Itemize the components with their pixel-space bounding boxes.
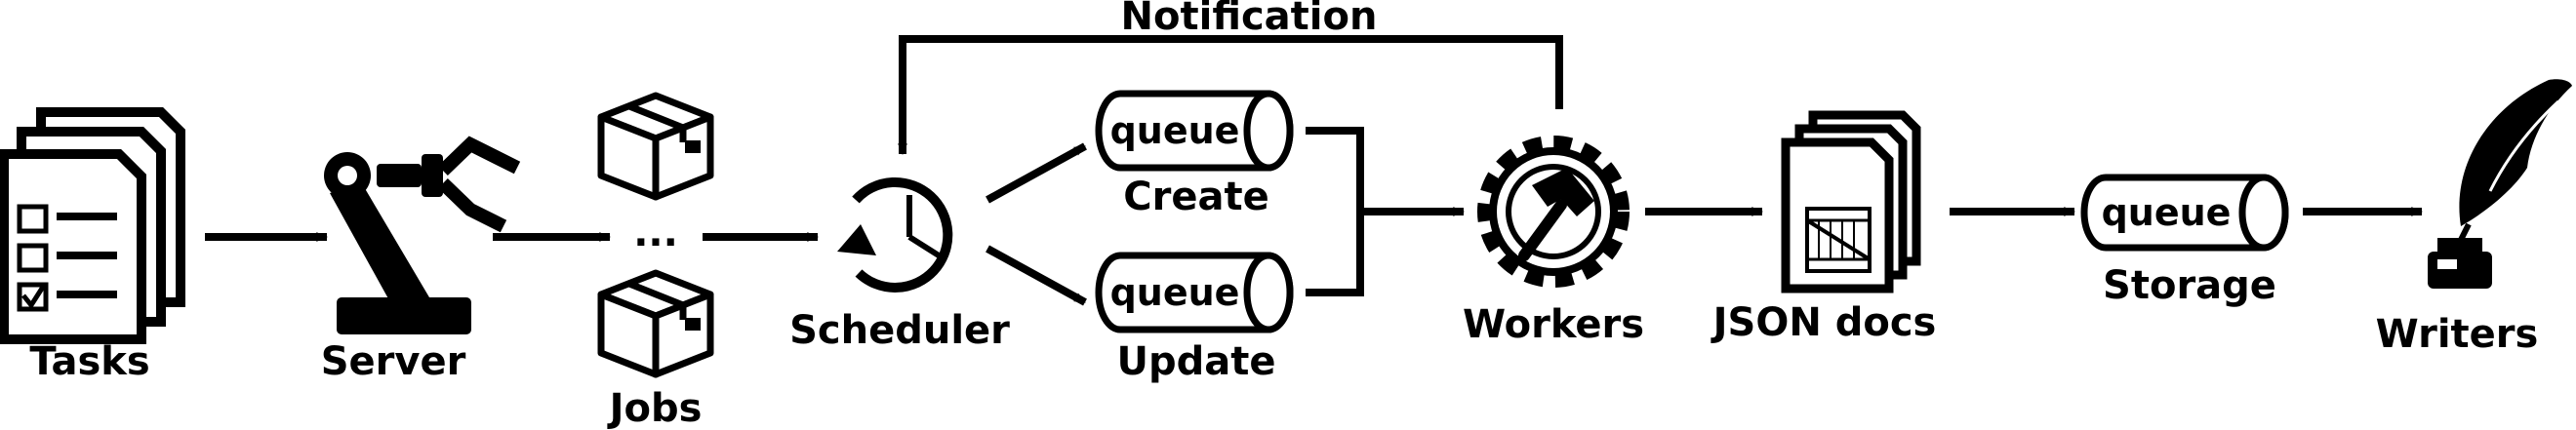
arrow-scheduler-create (986, 142, 1087, 204)
workers-icon (1477, 136, 1630, 288)
box-icon (597, 269, 714, 378)
update-queue-text: queue (1110, 271, 1240, 314)
create-queue: queue (1095, 90, 1294, 172)
json-docs-label: JSON docs (1711, 300, 1937, 345)
create-label: Create (1123, 175, 1268, 219)
jobs-label: Jobs (607, 386, 703, 430)
jobs-ellipsis: ... (633, 211, 678, 255)
box-icon (597, 92, 714, 201)
scheduler-label: Scheduler (789, 308, 1010, 353)
server-label: Server (321, 339, 466, 384)
writers-label: Writers (2376, 312, 2539, 357)
arrow-scheduler-update (986, 245, 1087, 306)
writers-icon (2428, 79, 2572, 289)
update-label: Update (1117, 339, 1276, 384)
scheduler-icon (837, 177, 953, 293)
workers-label: Workers (1463, 302, 1644, 347)
queues-merge-connector (1306, 127, 1364, 296)
notification-label: Notification (1121, 0, 1378, 39)
storage-label: Storage (2103, 263, 2276, 308)
tasks-icon (0, 107, 185, 344)
update-queue: queue (1095, 252, 1294, 333)
tasks-label: Tasks (29, 339, 149, 384)
notification-feedback-arrow (898, 35, 1563, 155)
server-icon (324, 136, 521, 334)
storage-queue-text: queue (2102, 191, 2232, 234)
create-queue-text: queue (1110, 109, 1240, 152)
storage-queue: queue (2080, 174, 2289, 252)
json-docs-icon (1781, 110, 1921, 293)
